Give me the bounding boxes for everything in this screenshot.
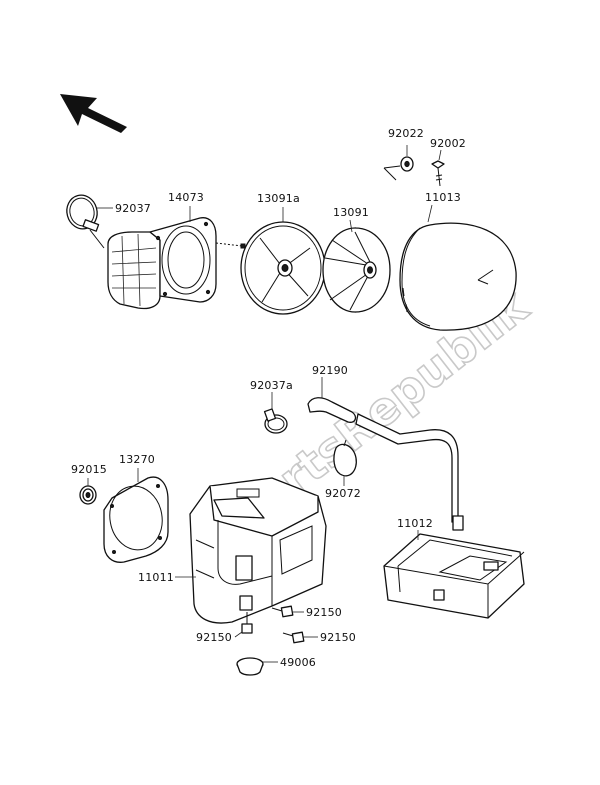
part-92150-bolt-c[interactable] (282, 631, 305, 644)
label-92002: 92002 (430, 137, 466, 150)
label-11012: 11012 (397, 517, 433, 530)
part-14073-duct[interactable] (107, 217, 217, 310)
label-14073: 14073 (168, 191, 204, 204)
label-92190: 92190 (312, 364, 348, 377)
label-13270: 13270 (119, 453, 155, 466)
label-92150-b: 92150 (196, 631, 232, 644)
part-49006-cap[interactable] (236, 657, 264, 676)
part-92015-grommet[interactable] (79, 485, 97, 505)
label-11011: 11011 (138, 571, 174, 584)
part-13091-filter-frame[interactable] (322, 227, 391, 313)
label-92037: 92037 (115, 202, 151, 215)
part-92037a-clamp[interactable] (263, 408, 288, 434)
front-direction-arrow-icon (60, 94, 127, 133)
label-92022: 92022 (388, 127, 424, 140)
part-11011-air-box[interactable] (189, 477, 327, 624)
label-49006: 49006 (280, 656, 316, 669)
part-13270-gasket[interactable] (103, 476, 169, 563)
part-11013-filter-element[interactable] (399, 222, 517, 331)
part-92002-wing-bolt[interactable] (431, 160, 445, 187)
label-92037a: 92037a (250, 379, 293, 392)
label-11013: 11013 (425, 191, 461, 204)
part-11012-tray[interactable] (383, 533, 525, 619)
part-92190-hose[interactable] (307, 397, 464, 531)
part-13091a-backing-plate[interactable] (240, 221, 326, 315)
part-92037-clamp[interactable] (63, 192, 105, 249)
label-92150-a: 92150 (306, 606, 342, 619)
label-13091a: 13091a (257, 192, 300, 205)
part-92072-clip[interactable] (333, 439, 357, 477)
part-92150-bolt-a[interactable] (271, 605, 294, 618)
label-13091: 13091 (333, 206, 369, 219)
label-92072: 92072 (325, 487, 361, 500)
part-92150-bolt-b[interactable] (241, 612, 253, 634)
label-92150-c: 92150 (320, 631, 356, 644)
label-92015: 92015 (71, 463, 107, 476)
part-92022-washer[interactable] (383, 156, 414, 181)
